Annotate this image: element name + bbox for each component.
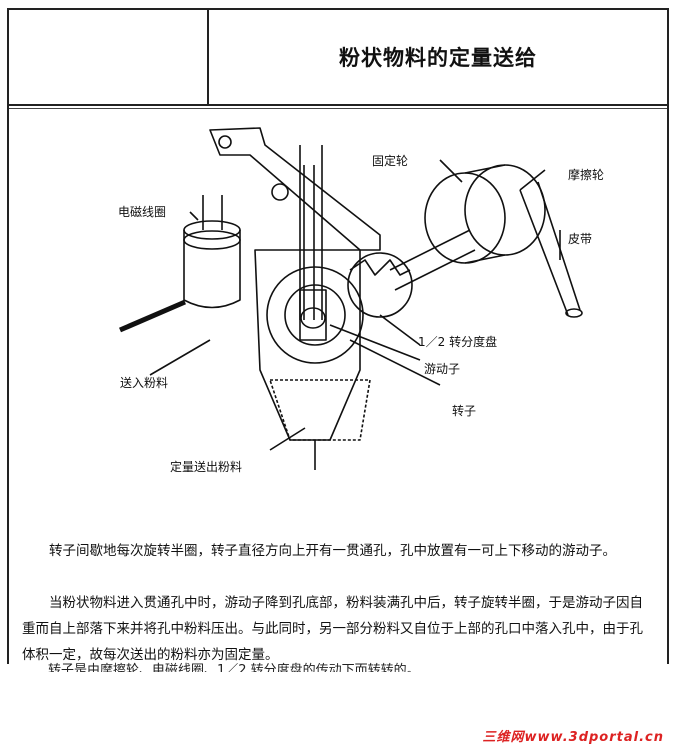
rotor-hole [299,289,327,341]
label-friction-wheel: 摩擦轮 [568,168,605,182]
paragraph-3-cut: 转子是由摩擦轮、电磁线圈、1／2 转分度盘的传动下而转转的。 [48,663,420,672]
lever-arm [209,127,381,251]
paragraph-2: 当粉状物料进入贯通孔中时，游动子降到孔底部，粉料装满孔中后，转子旋转半圈，于是游… [22,595,643,663]
floating-piece [300,307,326,329]
label-metered-out: 定量送出粉料 [170,460,243,474]
label-rotor: 转子 [452,404,477,418]
label-feed-in: 送入粉料 [120,376,169,390]
paragraph-1: 转子间歇地每次旋转半圈，转子直径方向上开有一贯通孔，孔中放置有一可上下移动的游动… [49,543,616,559]
feed-pipe [119,299,186,333]
label-half-index-disk: 1／2 转分度盘 [418,335,498,349]
watermark-logo: 三维网www.3dportal.cn [482,730,664,745]
label-belt: 皮带 [568,232,593,246]
label-fixed-wheel: 固定轮 [372,154,409,168]
header-blank-cell [9,10,209,104]
page-title: 粉状物料的定量送给 [339,46,537,70]
inner-rule [9,108,667,109]
label-solenoid: 电磁线圈 [118,205,167,219]
label-floating-piece: 游动子 [424,362,461,376]
solenoid-coil [183,230,241,309]
rotor-housing [254,249,361,441]
header: 粉状物料的定量送给 [9,10,667,106]
shaft [389,229,476,291]
index-disk [347,252,413,318]
belt [519,181,581,316]
mechanism-diagram [119,127,583,470]
rotor [266,266,364,364]
page-frame: 粉状物料的定量送给 [7,8,669,664]
